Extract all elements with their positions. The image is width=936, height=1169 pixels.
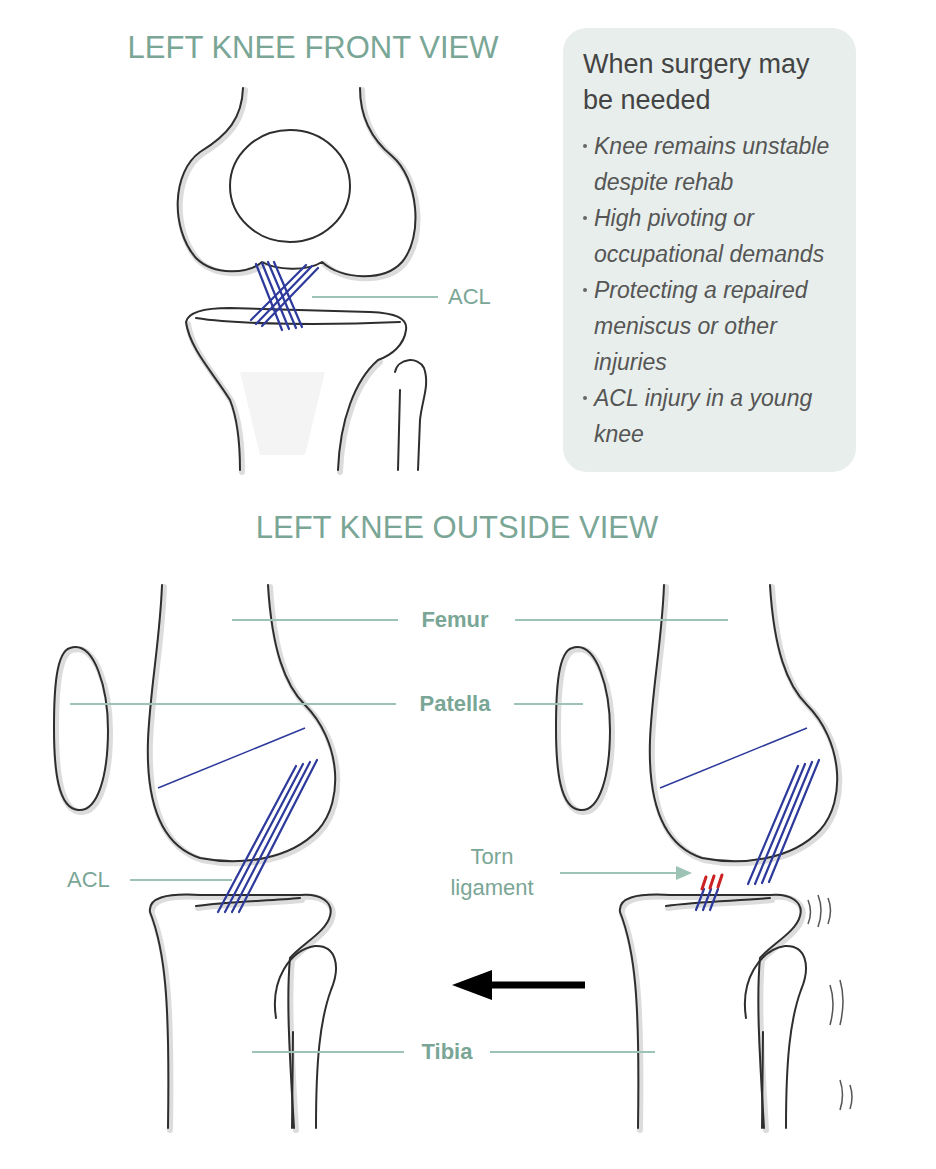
bullet-text: High pivoting or occupational demands <box>594 200 844 272</box>
bullet-text: ACL injury in a young knee <box>594 380 844 452</box>
bullet-dot <box>583 144 587 148</box>
bullet-row: Protecting a repaired meniscus or other … <box>583 272 844 380</box>
motion-lines <box>808 895 852 1110</box>
panel-heading: When surgery may be needed <box>583 46 844 118</box>
bullet-dot <box>583 288 587 292</box>
bullet-text: Knee remains unstable despite rehab <box>594 128 844 200</box>
bullet-row: Knee remains unstable despite rehab <box>583 128 844 200</box>
part-label: ACL <box>448 282 491 313</box>
bullet-dot <box>583 216 587 220</box>
side-knee-intact <box>54 585 337 1130</box>
part-label: Femur <box>421 605 488 636</box>
side-knee-torn-femur <box>556 585 839 884</box>
part-label: Tibia <box>422 1037 473 1068</box>
shift-arrow <box>452 970 585 1000</box>
info-panel: When surgery may be neededKnee remains u… <box>563 28 856 472</box>
side-knee-torn-tibia <box>620 875 806 1130</box>
view-heading: LEFT KNEE OUTSIDE VIEW <box>256 506 659 549</box>
view-heading: LEFT KNEE FRONT VIEW <box>128 26 499 69</box>
callout-label: Torn ligament <box>430 842 555 904</box>
bullet-dot <box>583 396 587 400</box>
front-knee <box>178 88 438 472</box>
bullet-text: Protecting a repaired meniscus or other … <box>594 272 844 380</box>
bullet-row: High pivoting or occupational demands <box>583 200 844 272</box>
part-label: ACL <box>67 865 110 896</box>
part-label: Patella <box>420 689 491 720</box>
bullet-row: ACL injury in a young knee <box>583 380 844 452</box>
leader-lines <box>70 620 728 1052</box>
